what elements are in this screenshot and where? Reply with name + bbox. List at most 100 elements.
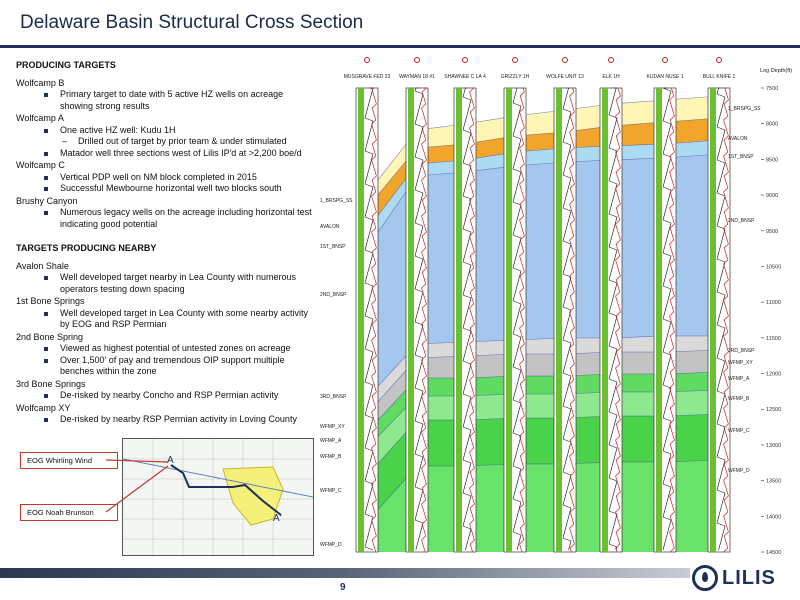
right-formation-label: 2ND_BNSP: [728, 218, 755, 224]
resistivity-curve: [562, 87, 572, 551]
well-header-label: MUSGRAVE FED 23: [344, 74, 391, 80]
page-title: Delaware Basin Structural Cross Section: [20, 12, 364, 33]
depth-tick-label: 13000: [766, 443, 781, 449]
well-header-label: GRIZZLY 1H: [501, 74, 530, 80]
pt-bullet: Matador well three sections west of Lili…: [16, 148, 316, 160]
cross-section-line: [170, 464, 282, 516]
porosity-curve: [723, 87, 729, 553]
depth-tick-label: 14500: [766, 550, 781, 556]
tn-bullet: Over 1,500' of pay and tremendous OIP su…: [16, 355, 316, 378]
right-formation-label: AVALON: [728, 136, 748, 142]
depth-tick-label: 8000: [766, 122, 778, 128]
depth-tick-label: 9000: [766, 193, 778, 199]
left-formation-label: AVALON: [320, 224, 340, 230]
tn-bullet: Well developed target in Lea County with…: [16, 308, 316, 331]
well-symbol-icon: [562, 57, 568, 63]
well-symbol-icon: [662, 57, 668, 63]
left-formation-label: 2ND_BNSP: [320, 292, 347, 298]
tn-target-name: Avalon Shale: [16, 260, 69, 271]
well-symbol-icon: [512, 57, 518, 63]
depth-tick-label: 10500: [766, 264, 781, 270]
depth-tick-label: 9500: [766, 229, 778, 235]
well-header-label: KUDAN NUSE 1: [647, 74, 684, 80]
well-symbol-icon: [716, 57, 722, 63]
gamma-ray-track: [506, 88, 512, 552]
well-header-label: ELK 1H: [602, 74, 620, 80]
well-symbol-icon: [364, 57, 370, 63]
gamma-ray-track: [358, 88, 364, 552]
left-formation-label: 1ST_BNSP: [320, 244, 346, 250]
porosity-curve: [371, 87, 377, 553]
left-formation-label: WFMP_D: [320, 542, 342, 548]
depth-tick-label: 12500: [766, 407, 781, 413]
left-formation-label: 3RD_BNSP: [320, 394, 347, 400]
depth-tick-label: 13500: [766, 479, 781, 485]
tn-target-name: 2nd Bone Spring: [16, 331, 84, 342]
porosity-curve: [519, 87, 525, 553]
targets-nearby-heading: TARGETS PRODUCING NEARBY: [16, 243, 157, 253]
tn-target-name: 1st Bone Springs: [16, 296, 85, 306]
gamma-ray-track: [408, 88, 414, 552]
right-formation-label: WFMP_B: [728, 396, 750, 402]
tn-target-name: Wolfcamp XY: [16, 402, 71, 413]
right-formation-label: 1ST_BNSP: [728, 154, 754, 160]
logo-text: LILIS: [722, 566, 776, 589]
pt-bullet: Vertical PDP well on NM block completed …: [16, 172, 316, 184]
callout-eog-noah-brunson: EOG Noah Brunson: [20, 504, 118, 521]
left-formation-label: 1_BRSPG_SS: [320, 198, 353, 204]
depth-axis-header: Log Depth(ft): [760, 68, 792, 74]
right-formation-label: WFMP_XY: [728, 360, 753, 366]
pt-target-name: Wolfcamp A: [16, 113, 64, 123]
page-number: 9: [340, 582, 346, 593]
depth-tick-label: 7500: [766, 86, 778, 92]
formation-layer: [367, 96, 719, 208]
tn-bullet: De-risked by nearby Concho and RSP Permi…: [16, 390, 316, 402]
depth-tick-label: 14000: [766, 514, 781, 520]
depth-tick-label: 12000: [766, 372, 781, 378]
pt-target-name: Wolfcamp C: [16, 160, 65, 170]
depth-tick-label: 8500: [766, 157, 778, 163]
tn-bullet: De-risked by nearby RSP Permian activity…: [16, 414, 316, 426]
logo-drop-icon: [692, 565, 718, 591]
depth-tick-label: 11500: [766, 336, 781, 342]
gamma-ray-track: [710, 88, 716, 552]
map-label-a-prime: A': [273, 513, 282, 524]
porosity-curve: [569, 87, 575, 553]
well-symbol-icon: [414, 57, 420, 63]
tn-bullet: Well developed target nearby in Lea Coun…: [16, 272, 316, 295]
left-formation-label: WFMP_B: [320, 454, 342, 460]
gamma-ray-track: [602, 88, 608, 552]
porosity-curve: [615, 87, 621, 553]
pt-target-name: Wolfcamp B: [16, 77, 65, 88]
well-symbol-icon: [462, 57, 468, 63]
gamma-ray-track: [656, 88, 662, 552]
well-header-label: WOLFE UNIT 13: [546, 74, 584, 80]
resistivity-curve: [462, 87, 472, 551]
pt-bullet: Primary target to date with 5 active HZ …: [16, 89, 316, 112]
gamma-ray-track: [456, 88, 462, 552]
resistivity-curve: [662, 87, 672, 551]
pt-target-name: Brushy Canyon: [16, 195, 78, 206]
pt-sub-bullet: Drilled out of target by prior team & un…: [16, 136, 316, 148]
map-label-a: A: [167, 455, 174, 466]
footer-bar: [0, 568, 690, 578]
pt-bullet: One active HZ well: Kudu 1H: [16, 125, 316, 137]
left-formation-label: WFMP_XY: [320, 424, 345, 430]
depth-tick-label: 11000: [766, 300, 781, 306]
resistivity-curve: [414, 87, 424, 551]
map-graphic: A A': [123, 439, 313, 555]
pt-bullet: Successful Mewbourne horizontal well two…: [16, 183, 316, 195]
tn-target-name: 3rd Bone Springs: [16, 378, 86, 389]
producing-targets-heading: PRODUCING TARGETS: [16, 60, 116, 70]
porosity-curve: [469, 87, 475, 553]
gamma-ray-track: [556, 88, 562, 552]
tn-bullet: Viewed as highest potential of untested …: [16, 343, 316, 355]
right-formation-label: WFMP_A: [728, 376, 750, 382]
well-header-label: WAYMAN 18 #1: [399, 74, 435, 80]
well-header-label: SHAWNEE C LA 4: [444, 74, 486, 80]
pt-bullet: Numerous legacy wells on the acreage inc…: [16, 207, 316, 230]
